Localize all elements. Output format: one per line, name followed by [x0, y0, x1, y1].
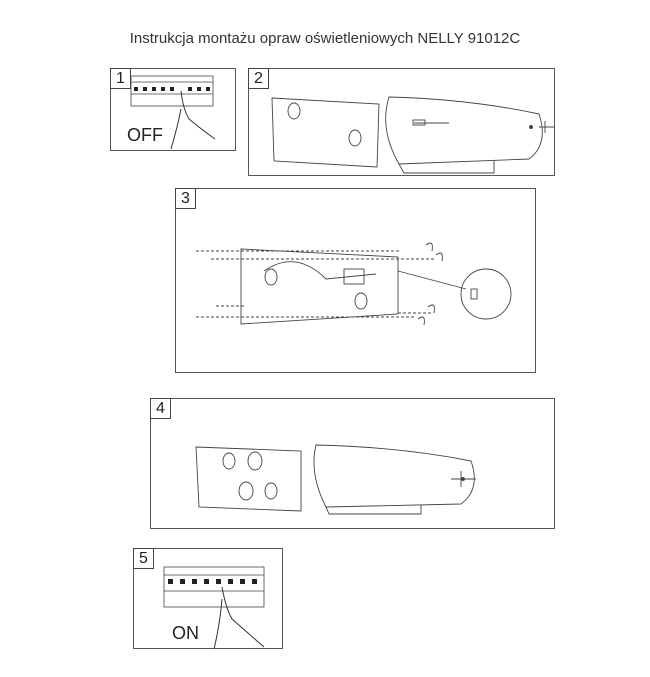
step-number: 5 [133, 548, 154, 569]
document-title: Instrukcja montażu opraw oświetleniowych… [129, 30, 521, 47]
step-2-panel: 2 [248, 68, 555, 176]
step-number: 4 [150, 398, 171, 419]
off-label: OFF [127, 125, 163, 145]
step-4-panel: 4 [150, 398, 555, 529]
step-number: 1 [110, 68, 131, 89]
install-bulbs-and-cover-illustration [195, 444, 476, 515]
on-label: ON [172, 623, 199, 643]
step-3-panel: 3 [175, 188, 536, 373]
step-5-panel: 5 ON [133, 548, 283, 650]
breaker-panel-illustration [130, 75, 216, 150]
remove-cover-illustration [271, 96, 554, 174]
step-number: 3 [175, 188, 196, 209]
mount-base-illustration [196, 242, 512, 326]
step-number: 2 [248, 68, 269, 89]
breaker-panel-illustration [163, 566, 265, 650]
step-1-panel: 1 OFF [110, 68, 236, 151]
